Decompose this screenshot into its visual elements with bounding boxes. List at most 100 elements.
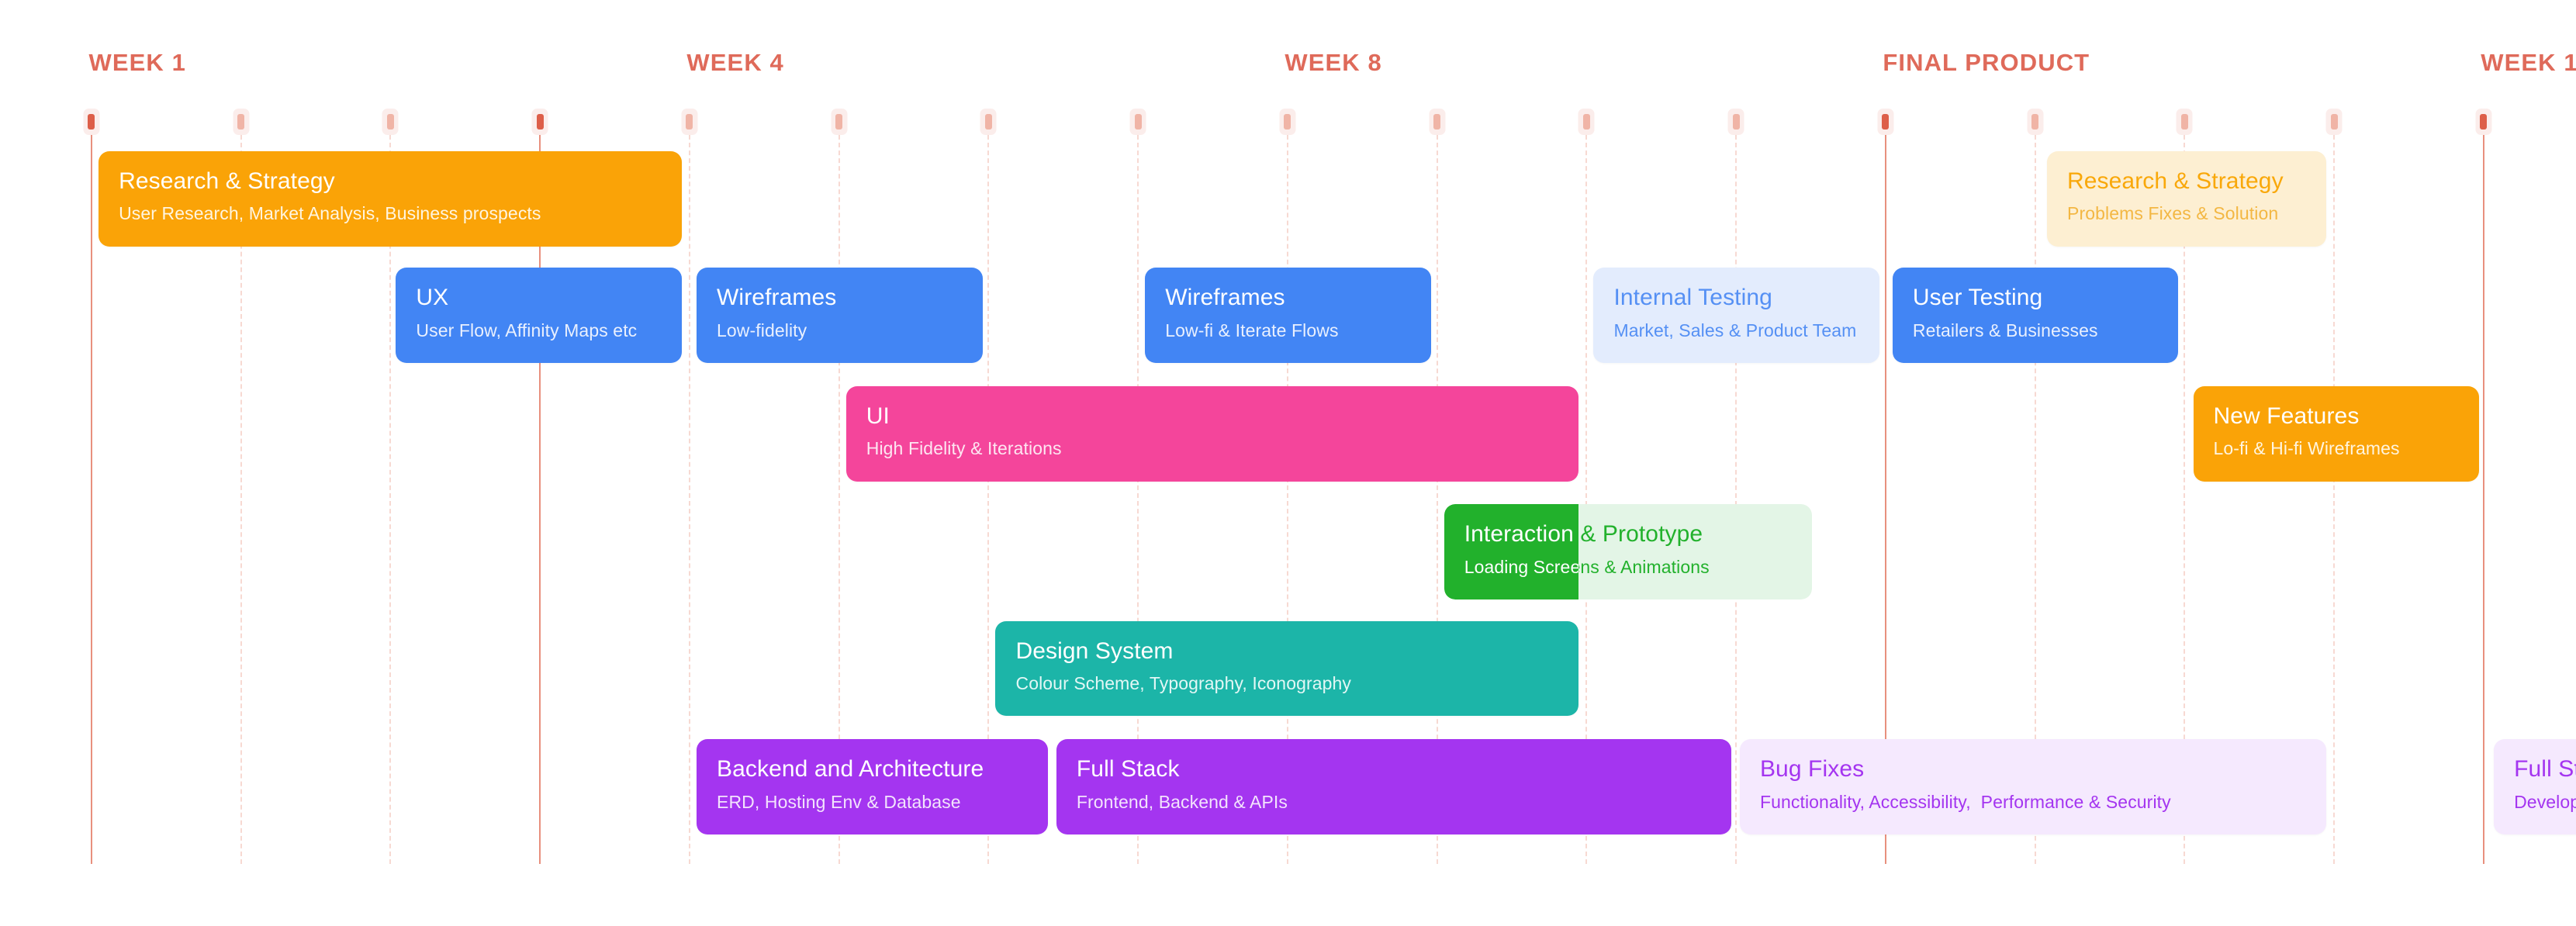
gridline-tick-9 xyxy=(1279,109,1296,864)
gridline xyxy=(1585,135,1588,864)
gridline xyxy=(1137,135,1139,864)
gridline xyxy=(2482,135,2484,864)
task-subtitle: High Fidelity & Iterations xyxy=(866,438,1062,459)
tick-marker-icon xyxy=(83,109,100,135)
gridline xyxy=(1884,135,1886,864)
gridline-tick-7 xyxy=(980,109,997,864)
task-bar-ui[interactable]: UI High Fidelity & Iterations xyxy=(845,385,1579,482)
gridline-tick-17 xyxy=(2475,109,2492,864)
task-title: Internal Testing xyxy=(1613,285,1772,311)
gridline-tick-14 xyxy=(2027,109,2044,864)
task-title: UI xyxy=(866,403,890,429)
gridline-tick-6 xyxy=(831,109,848,864)
task-title: Wireframes xyxy=(717,285,837,311)
axis-label-week-1: WEEK 1 xyxy=(88,49,186,76)
tick-marker-icon xyxy=(1429,109,1446,135)
gridline-tick-1 xyxy=(83,109,100,864)
gridline-tick-12 xyxy=(1727,109,1744,864)
tick-marker-icon xyxy=(2176,109,2193,135)
gridline xyxy=(539,135,541,864)
tick-marker-icon xyxy=(831,109,848,135)
gridline xyxy=(389,135,392,864)
task-subtitle: Development xyxy=(2514,791,2576,812)
task-title: User Testing xyxy=(1912,285,2043,311)
task-subtitle: ERD, Hosting Env & Database xyxy=(717,791,961,812)
gridline-tick-2 xyxy=(233,109,250,864)
task-bar-ux[interactable]: UX User Flow, Affinity Maps etc xyxy=(396,268,682,364)
tick-marker-icon xyxy=(1279,109,1296,135)
gridline xyxy=(838,135,840,864)
task-title: UX xyxy=(416,285,449,311)
task-title: Full Stack xyxy=(1076,756,1180,783)
task-title: Full Stack xyxy=(2514,756,2576,783)
tick-marker-icon xyxy=(2475,109,2492,135)
gridline xyxy=(1735,135,1738,864)
task-subtitle: Colour Scheme, Typography, Iconography xyxy=(1015,673,1352,694)
task-title: Research & Strategy xyxy=(2067,168,2284,194)
task-subtitle: Low-fi & Iterate Flows xyxy=(1165,320,1339,340)
task-subtitle: Loading Screens & Animations xyxy=(1464,556,1579,577)
tick-marker-icon xyxy=(2325,109,2343,135)
gridline-tick-10 xyxy=(1429,109,1446,864)
task-title: Wireframes xyxy=(1165,285,1285,311)
task-title: Design System xyxy=(1015,637,1174,664)
task-title: Bug Fixes xyxy=(1759,756,1865,783)
tick-marker-icon xyxy=(1727,109,1744,135)
tick-marker-icon xyxy=(531,109,548,135)
gridline xyxy=(1286,135,1288,864)
task-subtitle: Market, Sales & Product Team xyxy=(1613,320,1857,340)
gridline xyxy=(90,135,92,864)
task-subtitle: Lo-fi & Hi-fi Wireframes xyxy=(2213,438,2400,459)
gridline xyxy=(1436,135,1438,864)
gridline-tick-5 xyxy=(681,109,698,864)
axis-label-week-16: WEEK 16 xyxy=(2481,49,2576,76)
task-subtitle: User Research, Market Analysis, Business… xyxy=(119,203,541,224)
gridline xyxy=(987,135,990,864)
task-title: New Features xyxy=(2213,403,2360,429)
task-bar-full-stack[interactable]: Full StackDevelopment xyxy=(2494,739,2576,834)
gridline xyxy=(240,135,242,864)
tick-marker-icon xyxy=(1578,109,1595,135)
task-subtitle: Retailers & Businesses xyxy=(1912,320,2098,340)
tick-marker-icon xyxy=(382,109,399,135)
task-title: Interaction & Prototype xyxy=(1464,521,1579,548)
task-subtitle: Low-fidelity xyxy=(717,320,807,340)
tick-marker-icon xyxy=(233,109,250,135)
task-subtitle: Functionality, Accessibility, Performanc… xyxy=(1759,791,2171,812)
gridline xyxy=(2034,135,2036,864)
axis-label-week-8: WEEK 8 xyxy=(1285,49,1382,76)
gridline xyxy=(688,135,690,864)
gridline-tick-3 xyxy=(382,109,399,864)
tick-marker-icon xyxy=(681,109,698,135)
gridline-tick-16 xyxy=(2325,109,2343,864)
task-subtitle: User Flow, Affinity Maps etc xyxy=(416,320,638,340)
axis-label-final-product: FINAL PRODUCT xyxy=(1883,49,2090,76)
gridline-tick-15 xyxy=(2176,109,2193,864)
gridline-tick-11 xyxy=(1578,109,1595,864)
task-title: Backend and Architecture xyxy=(717,756,984,783)
gridline xyxy=(2333,135,2336,864)
task-subtitle: Problems Fixes & Solution xyxy=(2067,203,2279,224)
tick-marker-icon xyxy=(1129,109,1146,135)
gridline-tick-13 xyxy=(1877,109,1894,864)
tick-marker-icon xyxy=(1877,109,1894,135)
tick-marker-icon xyxy=(980,109,997,135)
gridline xyxy=(2184,135,2186,864)
gridline-tick-4 xyxy=(531,109,548,864)
task-subtitle: Frontend, Backend & APIs xyxy=(1076,791,1288,812)
